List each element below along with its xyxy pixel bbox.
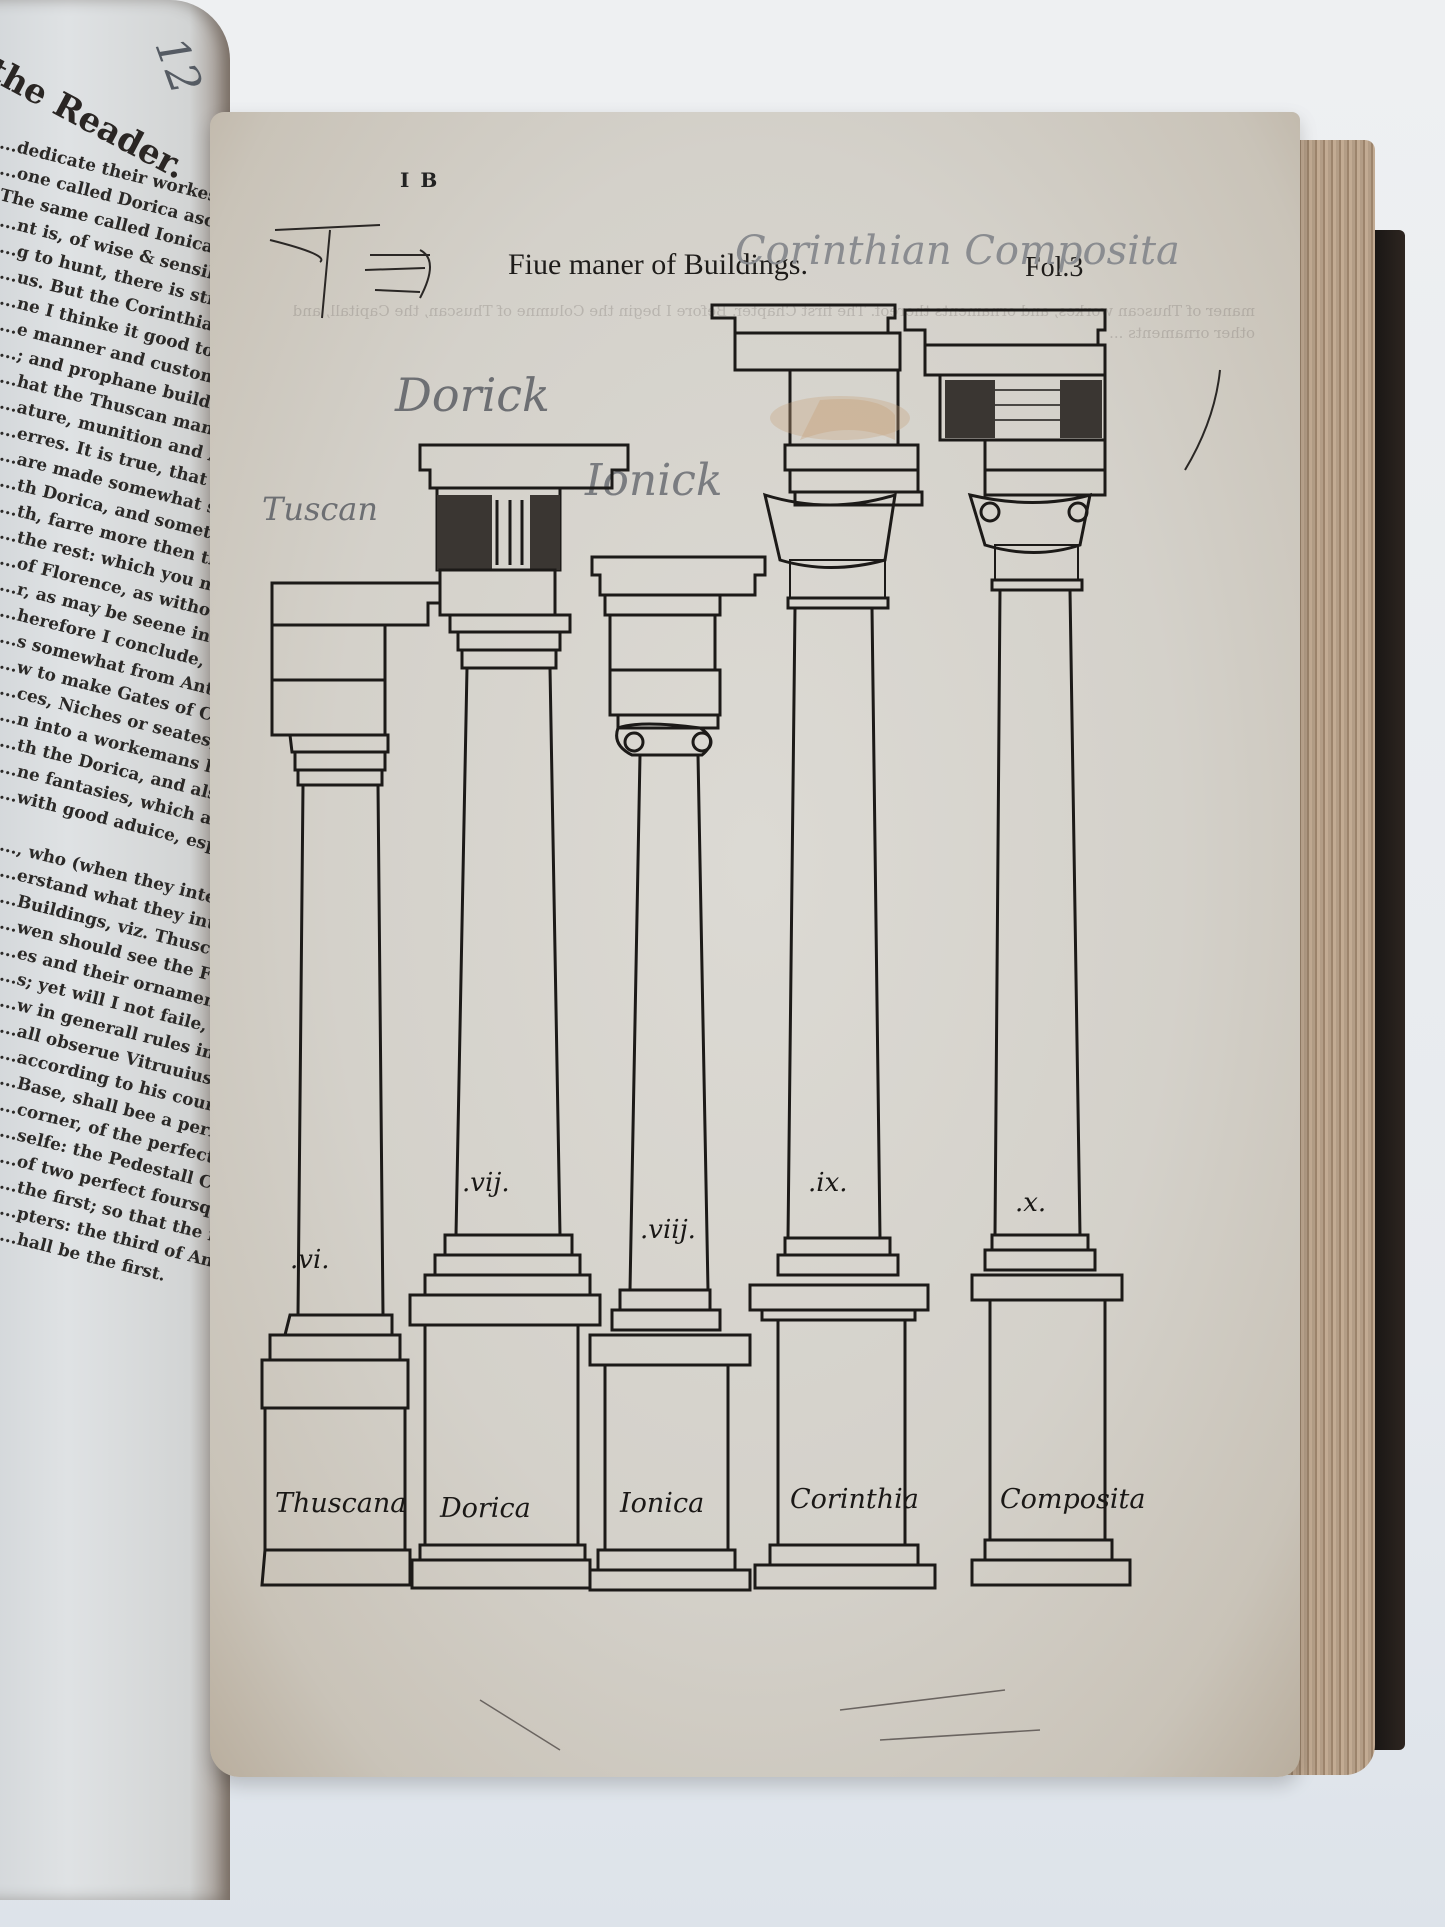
left-page bbox=[0, 0, 230, 1900]
proportion-ionic: .viij. bbox=[640, 1215, 696, 1245]
label-tuscan: Thuscana bbox=[275, 1488, 407, 1519]
margin-sketch bbox=[269, 224, 431, 319]
column-tuscan bbox=[260, 581, 442, 1587]
handwritten-dorick: Dorick bbox=[395, 368, 550, 422]
page-title: Fiue maner of Buildings. bbox=[508, 248, 808, 281]
handwritten-ionick: Ionick bbox=[585, 455, 723, 506]
label-ionic: Ionica bbox=[620, 1488, 705, 1519]
label-corinthian: Corinthia bbox=[790, 1484, 919, 1515]
label-composite: Composita bbox=[1000, 1484, 1146, 1515]
proportion-tuscan: .vi. bbox=[290, 1245, 330, 1275]
right-page bbox=[210, 112, 1300, 1777]
proportion-composite: .x. bbox=[1015, 1188, 1047, 1218]
proportion-doric: .vij. bbox=[462, 1168, 510, 1198]
handwritten-corinthian-composite: Corinthian Composita bbox=[735, 228, 1180, 274]
column-composite bbox=[903, 308, 1132, 1587]
column-corinthian bbox=[710, 303, 937, 1590]
folio-number: Fol.3 bbox=[1025, 252, 1084, 283]
label-doric: Dorica bbox=[440, 1493, 531, 1524]
signature-mark: I B bbox=[400, 168, 440, 192]
column-doric bbox=[408, 443, 630, 1590]
handwritten-tuscan: Tuscan bbox=[262, 490, 378, 528]
proportion-corinthian: .ix. bbox=[808, 1168, 848, 1198]
column-ionic bbox=[588, 555, 767, 1592]
